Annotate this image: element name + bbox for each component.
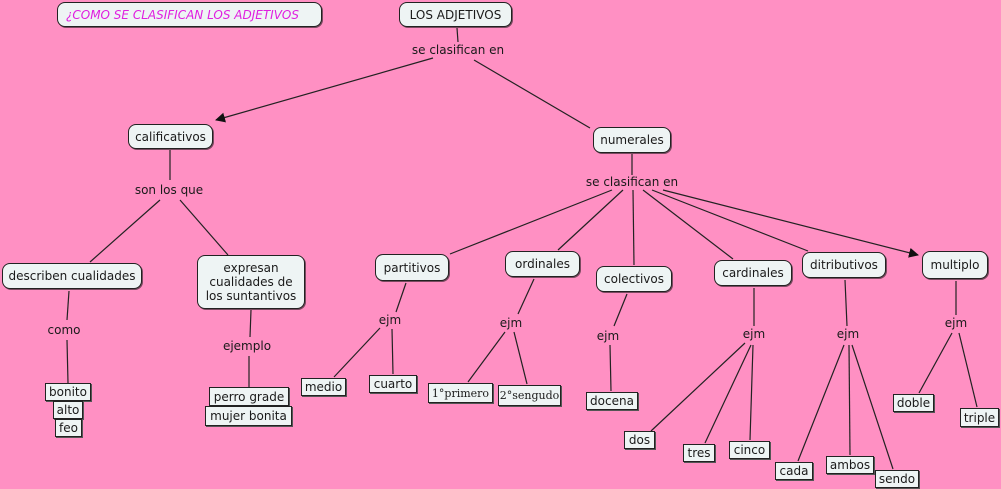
example-1-primero[interactable]: 1°primero <box>428 383 493 403</box>
link-label-ejm-cardinales: ejm <box>740 327 768 341</box>
example-cada[interactable]: cada <box>775 462 813 480</box>
example-doble[interactable]: doble <box>893 394 934 412</box>
concept-describen-cualidades[interactable]: describen cualidades <box>2 263 142 289</box>
example-mujer-bonita[interactable]: mujer bonita <box>205 406 292 426</box>
concept-ditributivos[interactable]: ditributivos <box>802 252 886 278</box>
concept-cardinales[interactable]: cardinales <box>714 260 792 286</box>
concept-calificativos[interactable]: calificativos <box>128 124 213 149</box>
example-ambos[interactable]: ambos <box>826 456 874 474</box>
example-alto[interactable]: alto <box>53 401 83 419</box>
link-label-son-los-que: son los que <box>132 183 206 197</box>
example-perro-grade[interactable]: perro grade <box>209 387 289 406</box>
link-label-como: como <box>45 323 83 337</box>
concept-partitivos[interactable]: partitivos <box>375 254 449 281</box>
concept-colectivos[interactable]: colectivos <box>596 266 672 292</box>
example-dos[interactable]: dos <box>624 431 655 449</box>
link-label-ejm-partitivos: ejm <box>376 313 404 327</box>
link-label-se-clasifican-en-numerales: se clasifican en <box>583 175 681 189</box>
example-medio[interactable]: medio <box>301 378 346 396</box>
link-label-ejemplo: ejemplo <box>220 339 274 353</box>
link-label-ejm-ordinales: ejm <box>497 316 525 330</box>
example-cinco[interactable]: cinco <box>729 441 770 459</box>
example-docena[interactable]: docena <box>586 392 638 410</box>
link-label-se-clasifican-en: se clasifican en <box>409 43 507 57</box>
concept-numerales[interactable]: numerales <box>593 127 671 153</box>
link-label-ejm-ditributivos: ejm <box>834 327 862 341</box>
example-feo[interactable]: feo <box>55 419 82 437</box>
map-title: ¿COMO SE CLASIFICAN LOS ADJETIVOS <box>57 2 322 27</box>
concept-expresan-cualidades[interactable]: expresan cualidades de los suntantivos <box>197 255 305 309</box>
example-2-sengudo[interactable]: 2°sengudo <box>498 385 561 406</box>
link-label-ejm-colectivos: ejm <box>594 329 622 343</box>
concept-ordinales[interactable]: ordinales <box>505 251 580 277</box>
example-cuarto[interactable]: cuarto <box>369 375 417 393</box>
example-sendo[interactable]: sendo <box>875 470 919 488</box>
link-label-ejm-multiplo: ejm <box>942 316 970 330</box>
example-bonito[interactable]: bonito <box>45 383 91 401</box>
concept-multiplo[interactable]: multiplo <box>922 251 988 279</box>
example-tres[interactable]: tres <box>683 444 715 462</box>
concept-los-adjetivos[interactable]: LOS ADJETIVOS <box>399 2 512 27</box>
example-triple[interactable]: triple <box>960 408 999 427</box>
